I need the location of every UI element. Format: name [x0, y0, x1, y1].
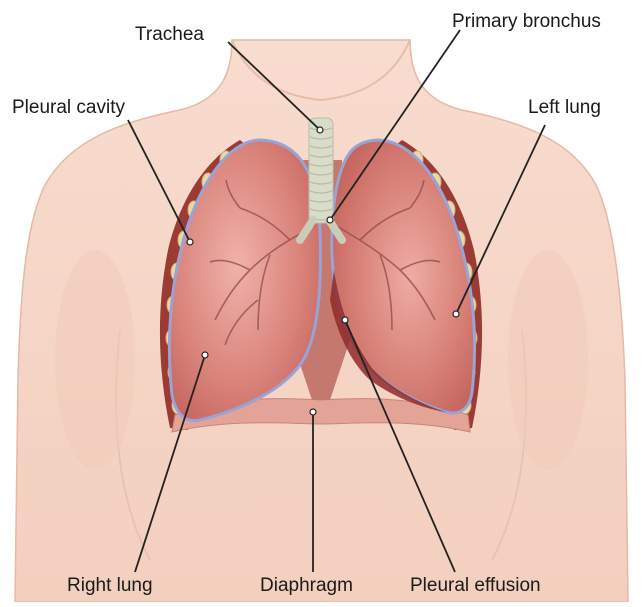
label-right-lung: Right lung [67, 575, 153, 596]
label-primary-bronchus: Primary bronchus [452, 11, 601, 32]
label-trachea: Trachea [135, 24, 204, 45]
left-shoulder-shade [508, 250, 588, 470]
label-pleural-cavity: Pleural cavity [12, 97, 125, 118]
label-pleural-effusion: Pleural effusion [410, 575, 541, 596]
label-left-lung: Left lung [528, 97, 601, 118]
label-diaphragm: Diaphragm [260, 575, 353, 596]
right-shoulder-shade [55, 250, 135, 470]
